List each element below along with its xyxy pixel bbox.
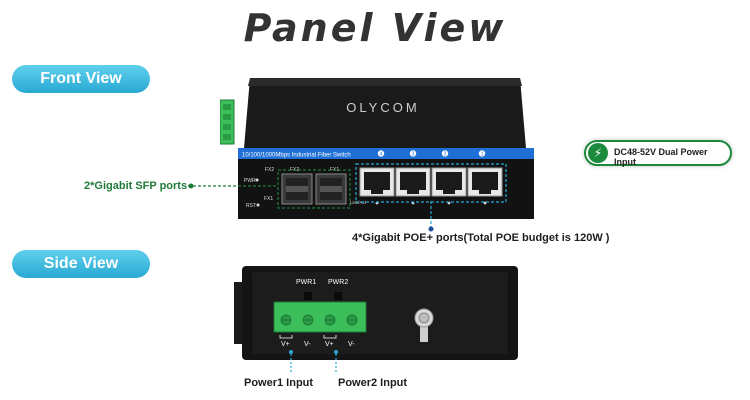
sfp-port (281, 173, 313, 205)
strip-label: 10/100/1000Mbps Industrial Fiber Switch (242, 153, 351, 159)
blue-label-strip (238, 148, 534, 159)
side-panel-illustration: PWR1 PWR2 V+ V- V+ V- (234, 266, 518, 360)
sfp-port (315, 173, 347, 205)
port-number: 1 (481, 152, 484, 158)
poe-callout: 4*Gigabit POE+ ports(Total POE budget is… (352, 232, 610, 244)
terminal-label: V- (348, 341, 355, 348)
side-view-label: Side View (12, 250, 150, 278)
pwr-led-label: PWR (244, 178, 256, 184)
port-number: 3 (412, 152, 415, 158)
power1-callout: Power1 Input (244, 377, 314, 389)
port-number-badges: 4 3 2 1 (377, 150, 486, 158)
front-panel-illustration: OLYCOM 10/100/1000Mbps Industrial Fiber … (220, 78, 534, 219)
port-number: 2 (444, 152, 447, 158)
rj45-port (395, 167, 431, 197)
rj45-port (467, 167, 503, 197)
sfp-highlight (277, 169, 351, 209)
fx-side-label: FX1 (264, 196, 273, 202)
front-view-label: Front View (12, 65, 150, 93)
terminal-label: V+ (325, 341, 334, 348)
pwr2-label: PWR2 (328, 279, 348, 286)
sfp-callout: 2*Gigabit SFP ports (84, 180, 188, 192)
din-rail-clip (234, 282, 244, 344)
brand-logo: OLYCOM (346, 100, 419, 115)
power-terminal-block (273, 301, 367, 333)
power-callout-label: DC48-52V Dual Power Input (614, 147, 708, 167)
lightning-bolt-icon: ⚡ (588, 143, 608, 163)
rj45-port (359, 167, 395, 197)
power-input-leader-lines (289, 350, 338, 374)
power-callout: ⚡ DC48-52V Dual Power Input (584, 140, 732, 167)
sfp-leader-line (188, 183, 278, 189)
rj45-port (431, 167, 467, 197)
page-title: Panel View (243, 6, 507, 50)
rst-label: RST (246, 203, 256, 209)
housing-edge-ridges (250, 274, 510, 352)
switch-top-housing (244, 78, 526, 148)
side-terminal-block (220, 99, 235, 145)
fx-top-label: FX2 (265, 167, 274, 173)
terminal-label: V- (304, 341, 311, 348)
port-number: 4 (380, 152, 383, 158)
terminal-label: V+ (281, 341, 290, 348)
poe-leader-line (428, 201, 434, 232)
power2-callout: Power2 Input (338, 377, 408, 389)
ground-screw-icon (414, 308, 434, 342)
pwr1-label: PWR1 (296, 279, 316, 286)
